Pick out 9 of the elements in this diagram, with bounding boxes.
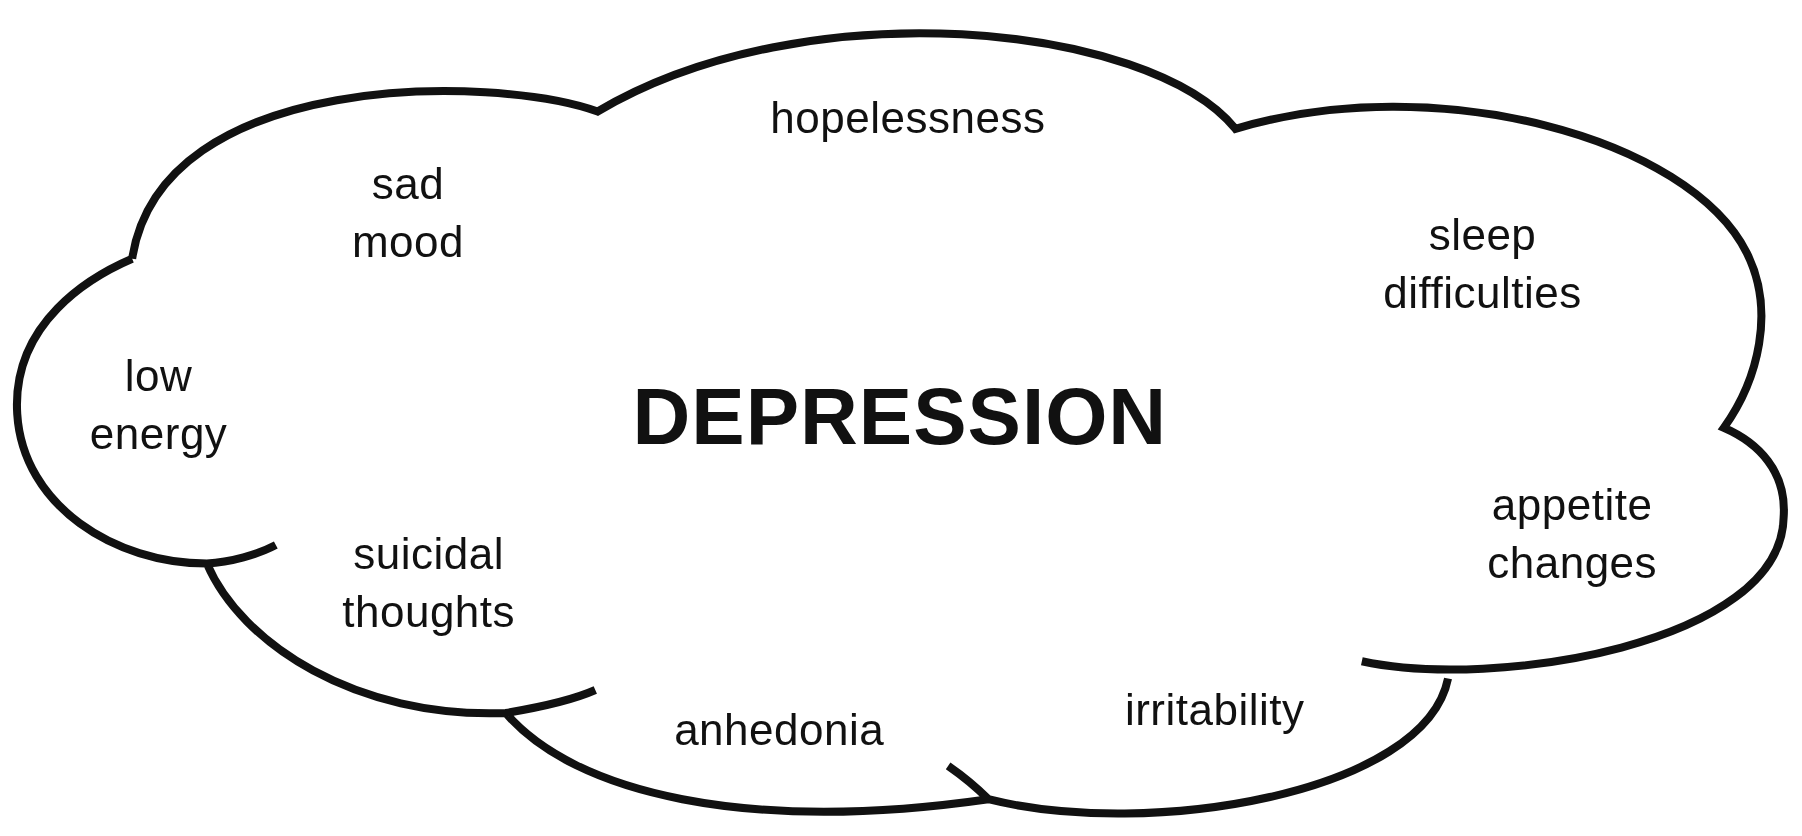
symptom-label: irritability: [1124, 684, 1305, 737]
symptom-label: sad mood: [351, 157, 464, 268]
symptom-label: anhedonia: [674, 703, 885, 756]
symptom-label: suicidal thoughts: [342, 527, 516, 638]
symptom-label: appetite changes: [1487, 479, 1658, 590]
symptom-label: hopelessness: [770, 92, 1046, 145]
symptom-label: sleep difficulties: [1383, 209, 1582, 320]
cloud-title: DEPRESSION: [632, 371, 1168, 464]
symptom-label: low energy: [89, 349, 228, 460]
